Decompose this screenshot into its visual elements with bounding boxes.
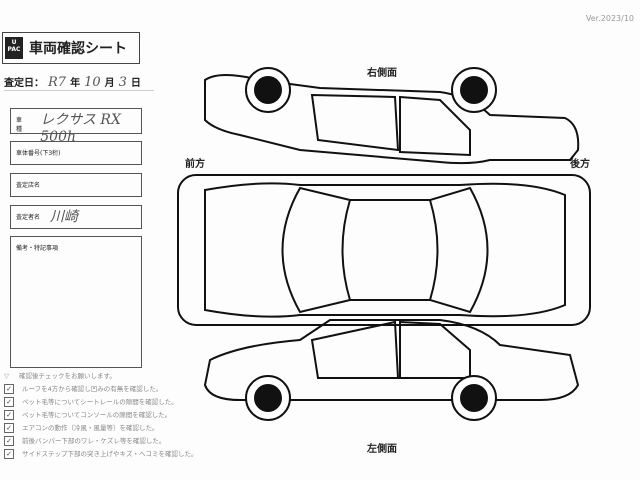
checkbox-checked[interactable]: ✓	[4, 397, 14, 407]
month-unit: 月	[104, 78, 115, 89]
field-value: 川崎	[50, 209, 79, 225]
checklist-item[interactable]: ✓ペット毛等についてシートレールの隙間を確認した。	[4, 396, 198, 409]
top-view	[177, 174, 591, 326]
right-side-view	[204, 67, 580, 165]
field-label: 車体番号(下3桁)	[16, 150, 61, 157]
field-remarks[interactable]: 備考・特記事項	[10, 236, 142, 368]
date-day[interactable]: 3	[118, 75, 127, 90]
checkbox-checked[interactable]: ✓	[4, 384, 14, 394]
checkbox-checked[interactable]: ✓	[4, 410, 14, 420]
checkbox-checked[interactable]: ✓	[4, 449, 14, 459]
left-side-view	[203, 319, 580, 421]
field-chassis-number[interactable]: 車体番号(下3桁)	[10, 141, 142, 165]
right-side-label: 右側面	[367, 68, 397, 79]
field-assessor-name[interactable]: 査定者名 川崎	[10, 205, 142, 229]
checkbox-checked[interactable]: ✓	[4, 423, 14, 433]
checklist-item[interactable]: ✓エアコンの動作（冷風・風量等）を確認した。	[4, 422, 198, 435]
front-label: 前方	[185, 159, 205, 170]
date-month[interactable]: 10	[84, 75, 101, 90]
rear-label: 後方	[570, 159, 590, 170]
version-label: Ver.2023/10	[585, 14, 634, 23]
assessment-date: 査定日： R7 年 10 月 3 日	[4, 74, 154, 91]
date-label: 査定日：	[4, 78, 44, 89]
field-label: 査定者名	[16, 214, 41, 221]
checklist-item[interactable]: ✓サイドステップ下部の突き上げやキズ・ヘコミを確認した。	[4, 448, 198, 461]
field-label: 車 種	[16, 117, 29, 133]
checklist: ▽確認後チェックをお願いします。 ✓ルーフを4方から確認し凹みの有無を確認した。…	[4, 370, 198, 461]
checklist-item[interactable]: ✓前後バンパー下部のワレ・ケズレ等を確認した。	[4, 435, 198, 448]
page-title: 車両確認シート	[29, 41, 127, 57]
year-unit: 年	[70, 78, 81, 89]
checkbox-checked[interactable]: ✓	[4, 436, 14, 446]
checklist-item[interactable]: ✓ルーフを4方から確認し凹みの有無を確認した。	[4, 383, 198, 396]
date-era-year[interactable]: R7	[48, 75, 67, 90]
checklist-header: ▽確認後チェックをお願いします。	[4, 372, 116, 380]
day-unit: 日	[130, 78, 141, 89]
field-label: 備考・特記事項	[16, 245, 59, 252]
field-shop-name[interactable]: 査定店名	[10, 173, 142, 197]
left-side-label: 左側面	[367, 444, 397, 455]
field-label: 査定店名	[16, 182, 41, 189]
checklist-item[interactable]: ✓ペット毛等についてコンソールの隙間を確認した。	[4, 409, 198, 422]
